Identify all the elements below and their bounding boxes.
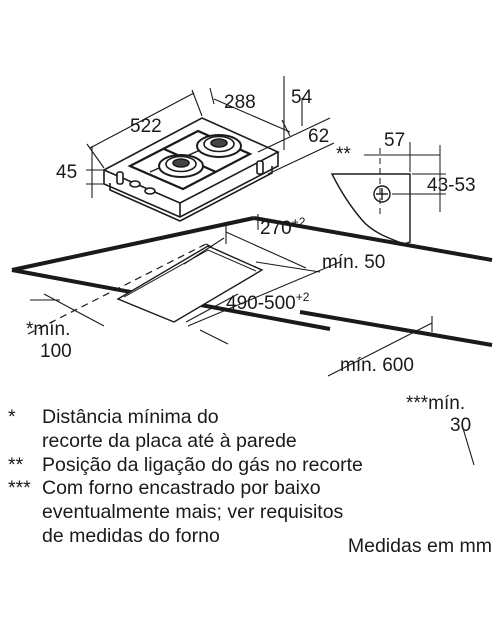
footnote-text: Com forno encastrado por baixo eventualm… <box>42 477 344 547</box>
gas-marker: ** <box>336 144 351 165</box>
worktop <box>11 214 493 347</box>
footnote-text: Distância mínima do recorte da placa até… <box>42 406 297 452</box>
footnote-mark: *** <box>8 477 31 500</box>
footnotes: * Distância mínima do recorte da placa a… <box>8 406 488 549</box>
footnote-mark: ** <box>8 453 24 476</box>
dim-gas-offset: 57 <box>384 130 405 151</box>
dim-side-54: 54 <box>291 87 313 108</box>
hob-dimension-lines <box>86 76 335 198</box>
dim-min-side: mín. 600 <box>340 355 414 376</box>
cutout <box>116 245 264 323</box>
dim-min-front-value: 100 <box>40 341 72 362</box>
footnote-text: Posição da ligação do gás no recorte <box>42 453 363 476</box>
dim-hob-width: 522 <box>130 116 162 137</box>
dim-cutout-width: 490-500+2 <box>226 290 310 314</box>
hob <box>102 117 280 222</box>
dim-cutout-depth: 270+2 <box>260 215 306 239</box>
footnote-mark: * <box>8 406 16 428</box>
dim-side-62: 62 <box>308 126 329 147</box>
gas-connection-detail <box>330 142 446 245</box>
dim-min-top-value: 30 <box>450 415 471 436</box>
footnote-1: * Distância mínima do recorte da placa a… <box>8 406 488 454</box>
dim-min-top-prefix: ***mín. <box>406 393 465 414</box>
dim-hob-height: 45 <box>56 162 77 183</box>
cutout-dimension-lines <box>30 226 475 466</box>
dim-min-back: mín. 50 <box>322 252 385 273</box>
units-label: Medidas em mm <box>347 535 492 557</box>
dim-hob-depth: 288 <box>224 92 256 113</box>
dim-min-front-prefix: *mín. <box>26 319 70 340</box>
footnote-3: *** Com forno encastrado por baixo event… <box>8 477 488 548</box>
footnote-2: ** Posição da ligação do gás no recorte <box>8 454 488 478</box>
dim-gas-height: 43-53 <box>427 175 476 196</box>
